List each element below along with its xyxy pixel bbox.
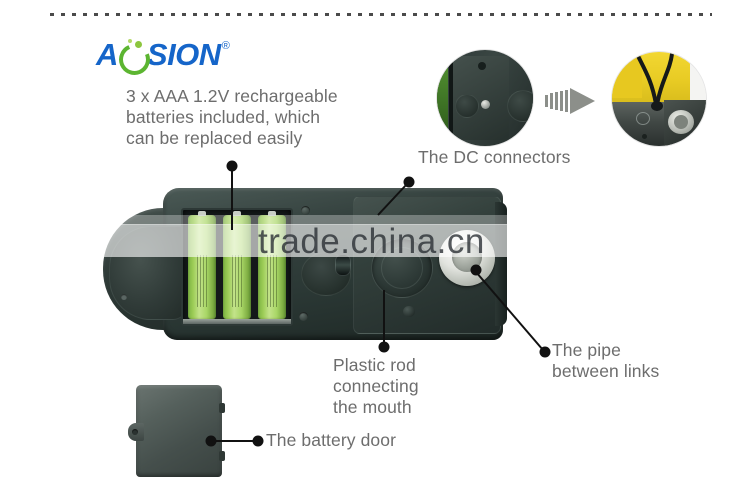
inset-connector-hole [507, 90, 533, 122]
battery-cell [257, 211, 286, 319]
battery-door-clip [219, 403, 225, 413]
callout-battery-door-label: The battery door [266, 430, 397, 450]
top-dashed-divider [50, 13, 712, 16]
callout-pipe-label: The pipe between links [552, 340, 660, 381]
inset-screw [481, 100, 490, 109]
device-small-button [403, 306, 415, 317]
logo-letter-a: A [96, 37, 118, 72]
device-right-tip [495, 202, 507, 326]
inset-connector-hole [455, 94, 479, 118]
inset-pipe-ring [668, 110, 694, 134]
device-speaker-port [371, 238, 433, 298]
transition-arrow-icon [545, 88, 603, 114]
battery-cell [188, 211, 217, 319]
battery-door-photo [128, 385, 225, 477]
device-pipe-connector-ring [439, 230, 495, 286]
logo-letters-sion: SION [146, 37, 221, 72]
battery-compartment [181, 208, 293, 326]
battery-door-plate [136, 385, 222, 477]
inset-cable-icon [636, 52, 674, 111]
battery-door-clip [219, 451, 225, 461]
device-screw [301, 206, 310, 215]
battery-cell [222, 211, 251, 319]
device-screw [299, 312, 308, 321]
callout-dc-connectors-label: The DC connectors [418, 147, 571, 167]
logo-circle-o-icon [114, 38, 155, 80]
inset-hole [636, 112, 650, 125]
inset-photo-dc-connector-after [612, 52, 706, 146]
device-nose-screw [121, 294, 127, 300]
device-toggle-switch [335, 254, 351, 276]
inset-port-dot [478, 62, 486, 70]
inset-screw [642, 134, 647, 139]
callout-batteries-label: 3 x AAA 1.2V rechargeable batteries incl… [126, 86, 338, 148]
battery-door-tab [128, 423, 144, 441]
battery-tray-rail-bottom [183, 319, 291, 324]
main-device-photo [103, 186, 507, 346]
callout-plastic-rod-label: Plastic rod connecting the mouth [333, 355, 419, 417]
registered-trademark-icon: ® [221, 40, 230, 52]
device-nose-plate [109, 226, 187, 320]
inset-pcb-strip [437, 68, 448, 134]
brand-logo: A SION ® [96, 37, 230, 80]
inset-photo-dc-connector-before [437, 50, 533, 146]
